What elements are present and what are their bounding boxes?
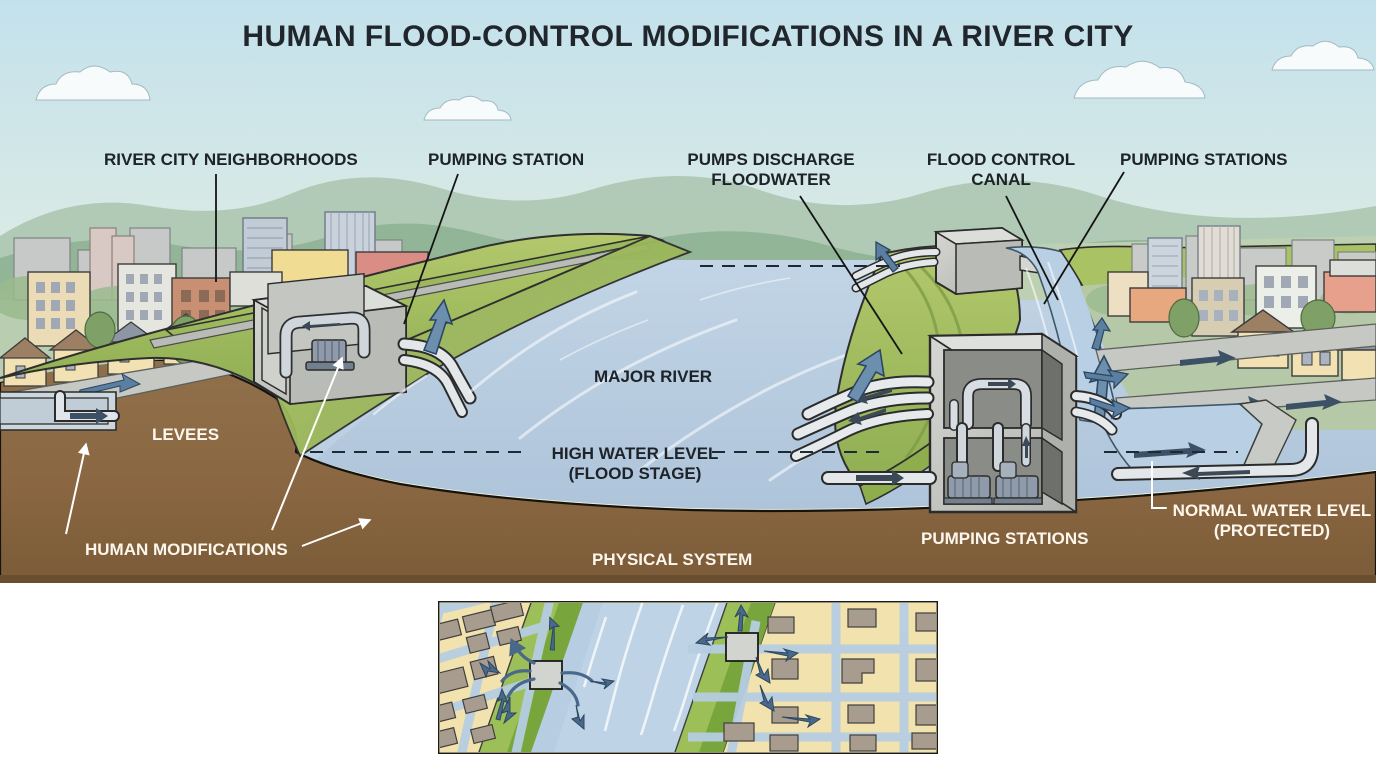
cloud-icon [1271, 40, 1375, 71]
plan-view-inset-map [438, 601, 938, 754]
inset-svg [438, 601, 938, 754]
inset-pumping-station-east[interactable] [694, 603, 822, 729]
upper-discharge-piping [949, 378, 1032, 431]
inset-city-east [688, 603, 936, 752]
cloud-icon [1073, 60, 1206, 99]
levee-left-waterline [274, 235, 693, 458]
label-flood-control-canal: FLOOD CONTROL CANAL [926, 150, 1076, 190]
flow-arrow-icon [1182, 466, 1250, 480]
label-river-city-neighborhoods: RIVER CITY NEIGHBORHOODS [104, 150, 358, 169]
leader-pumping-stations-right [1043, 171, 1125, 305]
label-major-river: MAJOR RIVER [594, 367, 713, 386]
label-high-water-level: HIGH WATER LEVEL (FLOOD STAGE) [551, 444, 719, 484]
label-physical-system: PHYSICAL SYSTEM [592, 550, 753, 569]
pumping-station-left[interactable] [251, 272, 477, 418]
flow-arrow-icon [1134, 442, 1206, 458]
leader-human-mod-up [271, 356, 344, 531]
leader-lines-dark [215, 171, 1125, 355]
leader-human-mod-right [301, 518, 372, 547]
inset-river-ripples [582, 603, 719, 736]
page-title: HUMAN FLOOD-CONTROL MODIFICATIONS IN A R… [242, 20, 1134, 53]
discharge-pipes-center [790, 348, 935, 462]
leader-pumping-station-left [403, 173, 459, 325]
discharge-pipes-upper [851, 240, 941, 293]
leader-levees [65, 442, 90, 535]
label-normal-water-level: NORMAL WATER LEVEL (PROTECTED) [1172, 501, 1372, 541]
label-pumping-stations-center: PUMPING STATIONS [921, 529, 1089, 548]
ground-base-strip [0, 575, 1376, 583]
left-underground-outfall [0, 390, 120, 431]
label-pumping-stations-right: PUMPING STATIONS [1120, 150, 1288, 169]
pumping-station-center[interactable] [927, 332, 1079, 514]
flow-arrow-icon [1022, 436, 1031, 458]
flow-arrow-icon [846, 348, 886, 404]
flow-arrow-icon [70, 408, 108, 424]
label-human-modifications: HUMAN MODIFICATIONS [85, 540, 288, 559]
underground-pipe-center [821, 470, 937, 486]
flow-arrow-icon [302, 321, 340, 331]
pump-risers [956, 422, 1031, 472]
flow-arrow-icon [875, 240, 899, 273]
discharge-pipes-left [397, 337, 477, 418]
leader-lines-light [65, 356, 1167, 547]
outfall-structure[interactable] [933, 226, 1058, 297]
cloud-group [35, 40, 1375, 121]
inset-pumping-station-west[interactable] [478, 616, 616, 731]
canal-flow-arrows-small [1091, 316, 1112, 351]
flow-arrow-icon [1083, 369, 1132, 420]
leader-flood-control-canal [1005, 195, 1059, 301]
label-pumps-discharge-floodwater: PUMPS DISCHARGE FLOODWATER [687, 150, 855, 190]
flow-arrow-icon [500, 638, 594, 707]
cloud-icon [423, 95, 512, 121]
flow-arrow-icon [988, 378, 1016, 390]
leader-normal-water [1151, 461, 1167, 509]
scene-svg [0, 0, 1376, 583]
main-illustration: HUMAN FLOOD-CONTROL MODIFICATIONS IN A R… [0, 0, 1376, 583]
water-level-lines [310, 265, 1238, 453]
leader-pumps-discharge [799, 195, 903, 355]
flow-arrow-icon [856, 470, 904, 486]
cloud-icon [35, 65, 151, 101]
pump-units [943, 461, 1043, 505]
label-pumping-station-left: PUMPING STATION [428, 150, 585, 169]
flow-arrow-icon [422, 298, 454, 356]
outlet-pipes-canal [1070, 369, 1132, 436]
underground-pipe-right [1111, 417, 1319, 481]
label-levees: LEVEES [152, 425, 220, 444]
